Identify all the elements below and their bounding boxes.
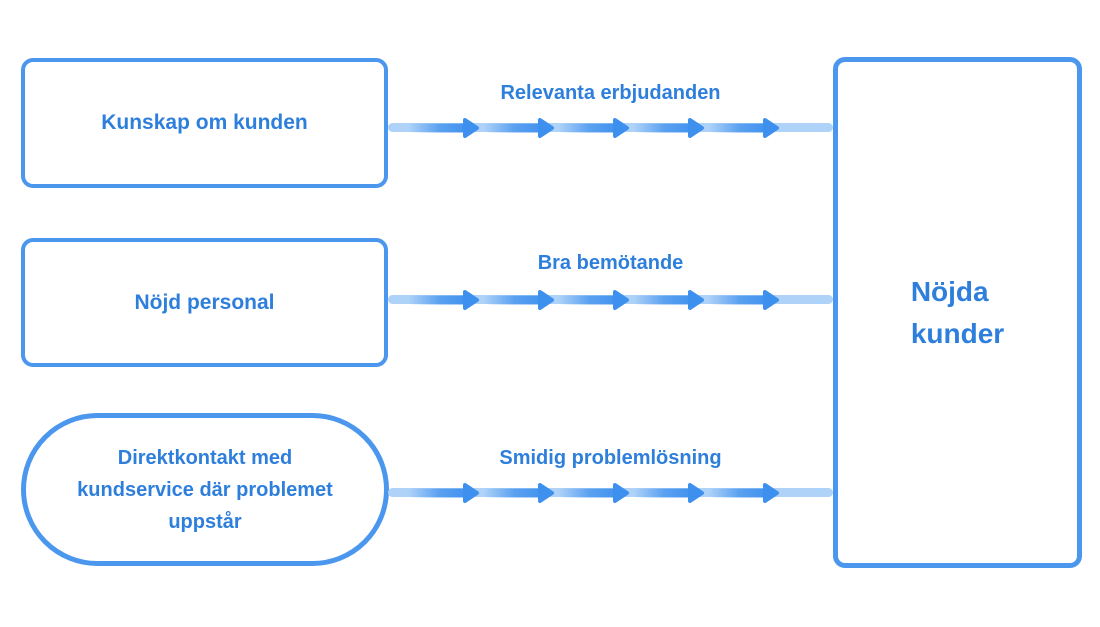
arrow-track: [388, 117, 833, 138]
flow-arrow-icon: [633, 481, 707, 505]
flow-arrow-icon: [408, 481, 482, 505]
flow-arrow-icon: [408, 116, 482, 140]
node-kunskap-om-kunden: Kunskap om kunden: [21, 58, 388, 188]
flow-arrow-icon: [408, 288, 482, 312]
flow-arrow-icon: [708, 481, 782, 505]
node-label: Nöjd personal: [134, 290, 275, 314]
flow-label: Relevanta erbjudanden: [500, 82, 721, 104]
flow-label: Bra bemötande: [537, 252, 684, 274]
flow-label: Smidig problemlösning: [499, 447, 722, 469]
flow-arrow-icon: [558, 116, 632, 140]
node-label: Direktkontakt med kundservice där proble…: [77, 446, 333, 533]
node-nojda-kunder: Nöjda kunder: [833, 57, 1082, 568]
flow-arrow-icon: [633, 288, 707, 312]
flow-arrow-icon: [633, 116, 707, 140]
flow-arrow-icon: [483, 481, 557, 505]
node-label: Kunskap om kunden: [101, 111, 308, 134]
arrow-track: [388, 482, 833, 503]
flow-arrow-icon: [558, 481, 632, 505]
flow-arrow-icon: [708, 116, 782, 140]
flow-arrow-icon: [708, 288, 782, 312]
node-label: Nöjda kunder: [910, 275, 1005, 349]
flow-arrow-icon: [558, 288, 632, 312]
node-direktkontakt: Direktkontakt med kundservice där proble…: [21, 413, 389, 566]
flow-arrow-icon: [483, 116, 557, 140]
arrow-track: [388, 289, 833, 310]
flow-arrow-icon: [483, 288, 557, 312]
node-nojd-personal: Nöjd personal: [21, 238, 388, 367]
